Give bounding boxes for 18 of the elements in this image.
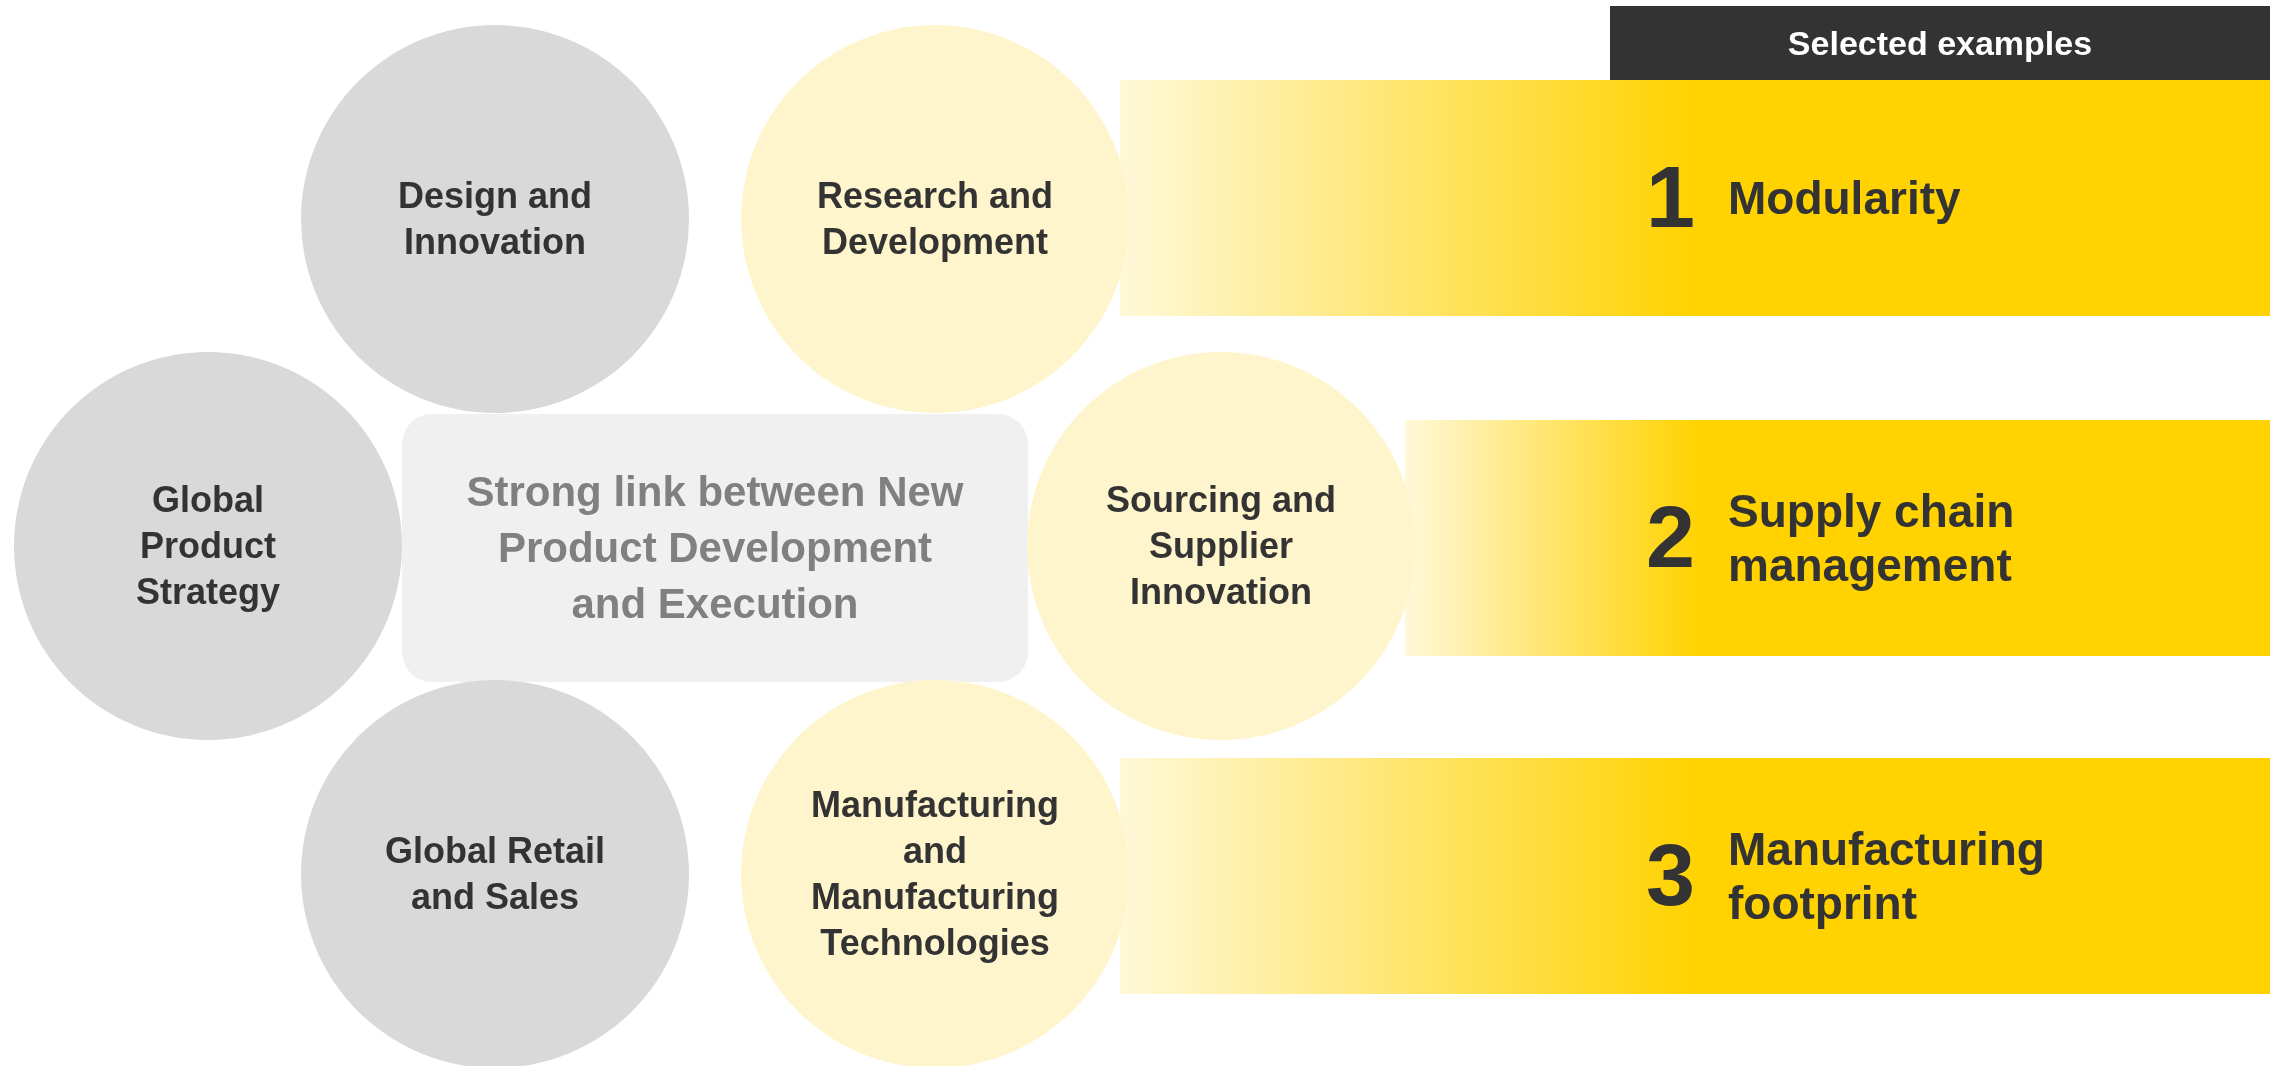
circle-label: Manufacturing and Manufacturing Technologies [810, 783, 1060, 965]
center-text: Strong link between New Product Development and Execution [465, 467, 965, 629]
circle-label: Sourcing and Supplier Innovation [1105, 478, 1337, 614]
circle-label: Design and Innovation [397, 174, 593, 264]
example-label: Manufacturing footprint [1728, 822, 2046, 930]
example-number: 2 [1646, 486, 1695, 588]
gradient-bar [1405, 420, 2270, 656]
header-bar: Selected examples [1610, 6, 2270, 80]
example-number: 3 [1646, 824, 1695, 926]
example-label: Supply chain management [1728, 484, 2016, 592]
example-number: 1 [1646, 146, 1695, 248]
gradient-bar [1120, 758, 2270, 994]
example-label: Modularity [1728, 171, 1961, 225]
gradient-bar [1120, 80, 2270, 316]
hexagon-background [402, 414, 1028, 682]
circle-label: Global Retail and Sales [383, 829, 606, 919]
circle-label: Global Product Strategy [134, 478, 282, 614]
circle-label: Research and Development [815, 174, 1055, 264]
